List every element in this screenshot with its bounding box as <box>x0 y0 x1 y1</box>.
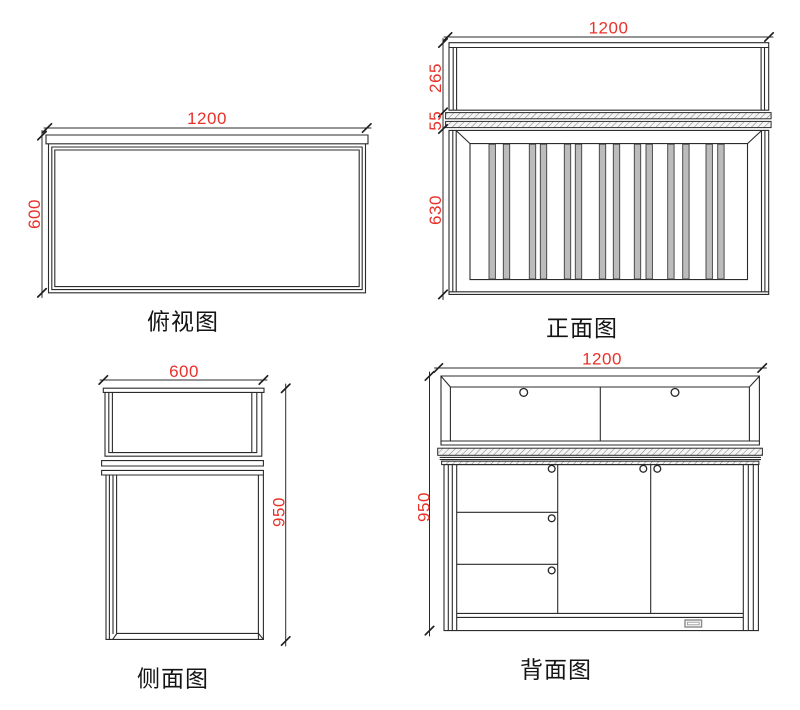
top-view: 1200 600 俯视图 <box>25 109 372 335</box>
slat <box>598 143 607 280</box>
side-view-dim-depth-text: 600 <box>169 362 199 381</box>
top-view-dim-depth-text: 600 <box>25 199 44 229</box>
slat <box>705 143 713 280</box>
back-view-dim-height-text: 950 <box>415 492 434 522</box>
side-view-outline <box>101 387 265 641</box>
front-view-dim-width-ticks <box>442 31 775 43</box>
slat <box>682 143 690 280</box>
back-view-dim-width-text: 1200 <box>582 350 622 369</box>
top-view-dim-depth: 600 <box>25 130 48 298</box>
back-view-outline <box>439 375 761 632</box>
sliding-glass-hole <box>519 387 529 397</box>
back-view-dim-height: 950 <box>415 370 435 637</box>
slat <box>633 143 642 280</box>
top-view-dim-width-text: 1200 <box>187 109 227 128</box>
slat <box>645 143 653 280</box>
side-view-dim-height-text: 950 <box>270 497 289 527</box>
door-hole <box>639 464 648 473</box>
drawer-hole <box>547 566 556 575</box>
slat <box>563 143 572 280</box>
back-view-plinth-vent-inner <box>686 621 700 626</box>
door-hole <box>653 464 662 473</box>
side-view: 600 950 侧面图 <box>98 362 291 692</box>
slat <box>488 143 496 280</box>
side-view-dim-height-ticks <box>280 383 291 647</box>
back-view-dim-width: 1200 <box>433 350 768 374</box>
front-view-dim-heights: 265 55 630 <box>426 37 449 301</box>
back-view-plinth-vent <box>684 619 703 628</box>
front-view-dim-height-ticks <box>437 37 449 300</box>
front-view-cabinet-outline <box>448 129 770 295</box>
front-view: 1200 265 55 630 正面图 <box>426 19 775 341</box>
front-view-counter-band-bottom <box>445 120 772 129</box>
side-view-dim-height: 950 <box>270 383 291 647</box>
slat <box>502 143 511 280</box>
back-view: 1200 950 背面图 <box>415 350 768 683</box>
front-view-dim-counter-text: 55 <box>426 111 445 131</box>
slat <box>539 143 548 280</box>
drawer-hole <box>547 514 556 523</box>
front-view-slats <box>488 143 725 280</box>
slat <box>667 143 675 280</box>
front-view-dim-width-text: 1200 <box>589 19 629 38</box>
slat <box>528 143 537 280</box>
back-view-handle-holes <box>519 387 680 575</box>
top-view-dim-width: 1200 <box>42 109 372 134</box>
side-view-dim-depth-ticks <box>98 374 269 386</box>
top-view-dim-depth-ticks <box>36 130 48 298</box>
back-view-counter-band <box>437 447 763 456</box>
front-view-dim-cabinet-text: 630 <box>426 195 445 225</box>
front-view-label: 正面图 <box>546 316 618 341</box>
slat <box>717 143 725 280</box>
slat <box>612 143 621 280</box>
side-view-dim-depth: 600 <box>98 362 269 386</box>
top-view-body-outline <box>45 134 369 294</box>
drawer-hole <box>547 464 556 473</box>
back-view-dim-width-ticks <box>433 362 768 374</box>
top-view-dim-width-ticks <box>42 122 372 134</box>
sliding-glass-hole <box>670 387 680 397</box>
back-view-dim-height-ticks <box>424 370 435 636</box>
front-view-dim-width: 1200 <box>442 19 775 43</box>
top-view-label: 俯视图 <box>147 310 219 335</box>
slat <box>574 143 583 280</box>
side-view-label: 侧面图 <box>137 667 209 692</box>
back-view-label: 背面图 <box>520 658 592 683</box>
front-view-dim-glass-text: 265 <box>426 63 445 93</box>
front-view-counter-band-top <box>445 112 772 120</box>
front-view-glass-case-outline <box>448 42 770 111</box>
